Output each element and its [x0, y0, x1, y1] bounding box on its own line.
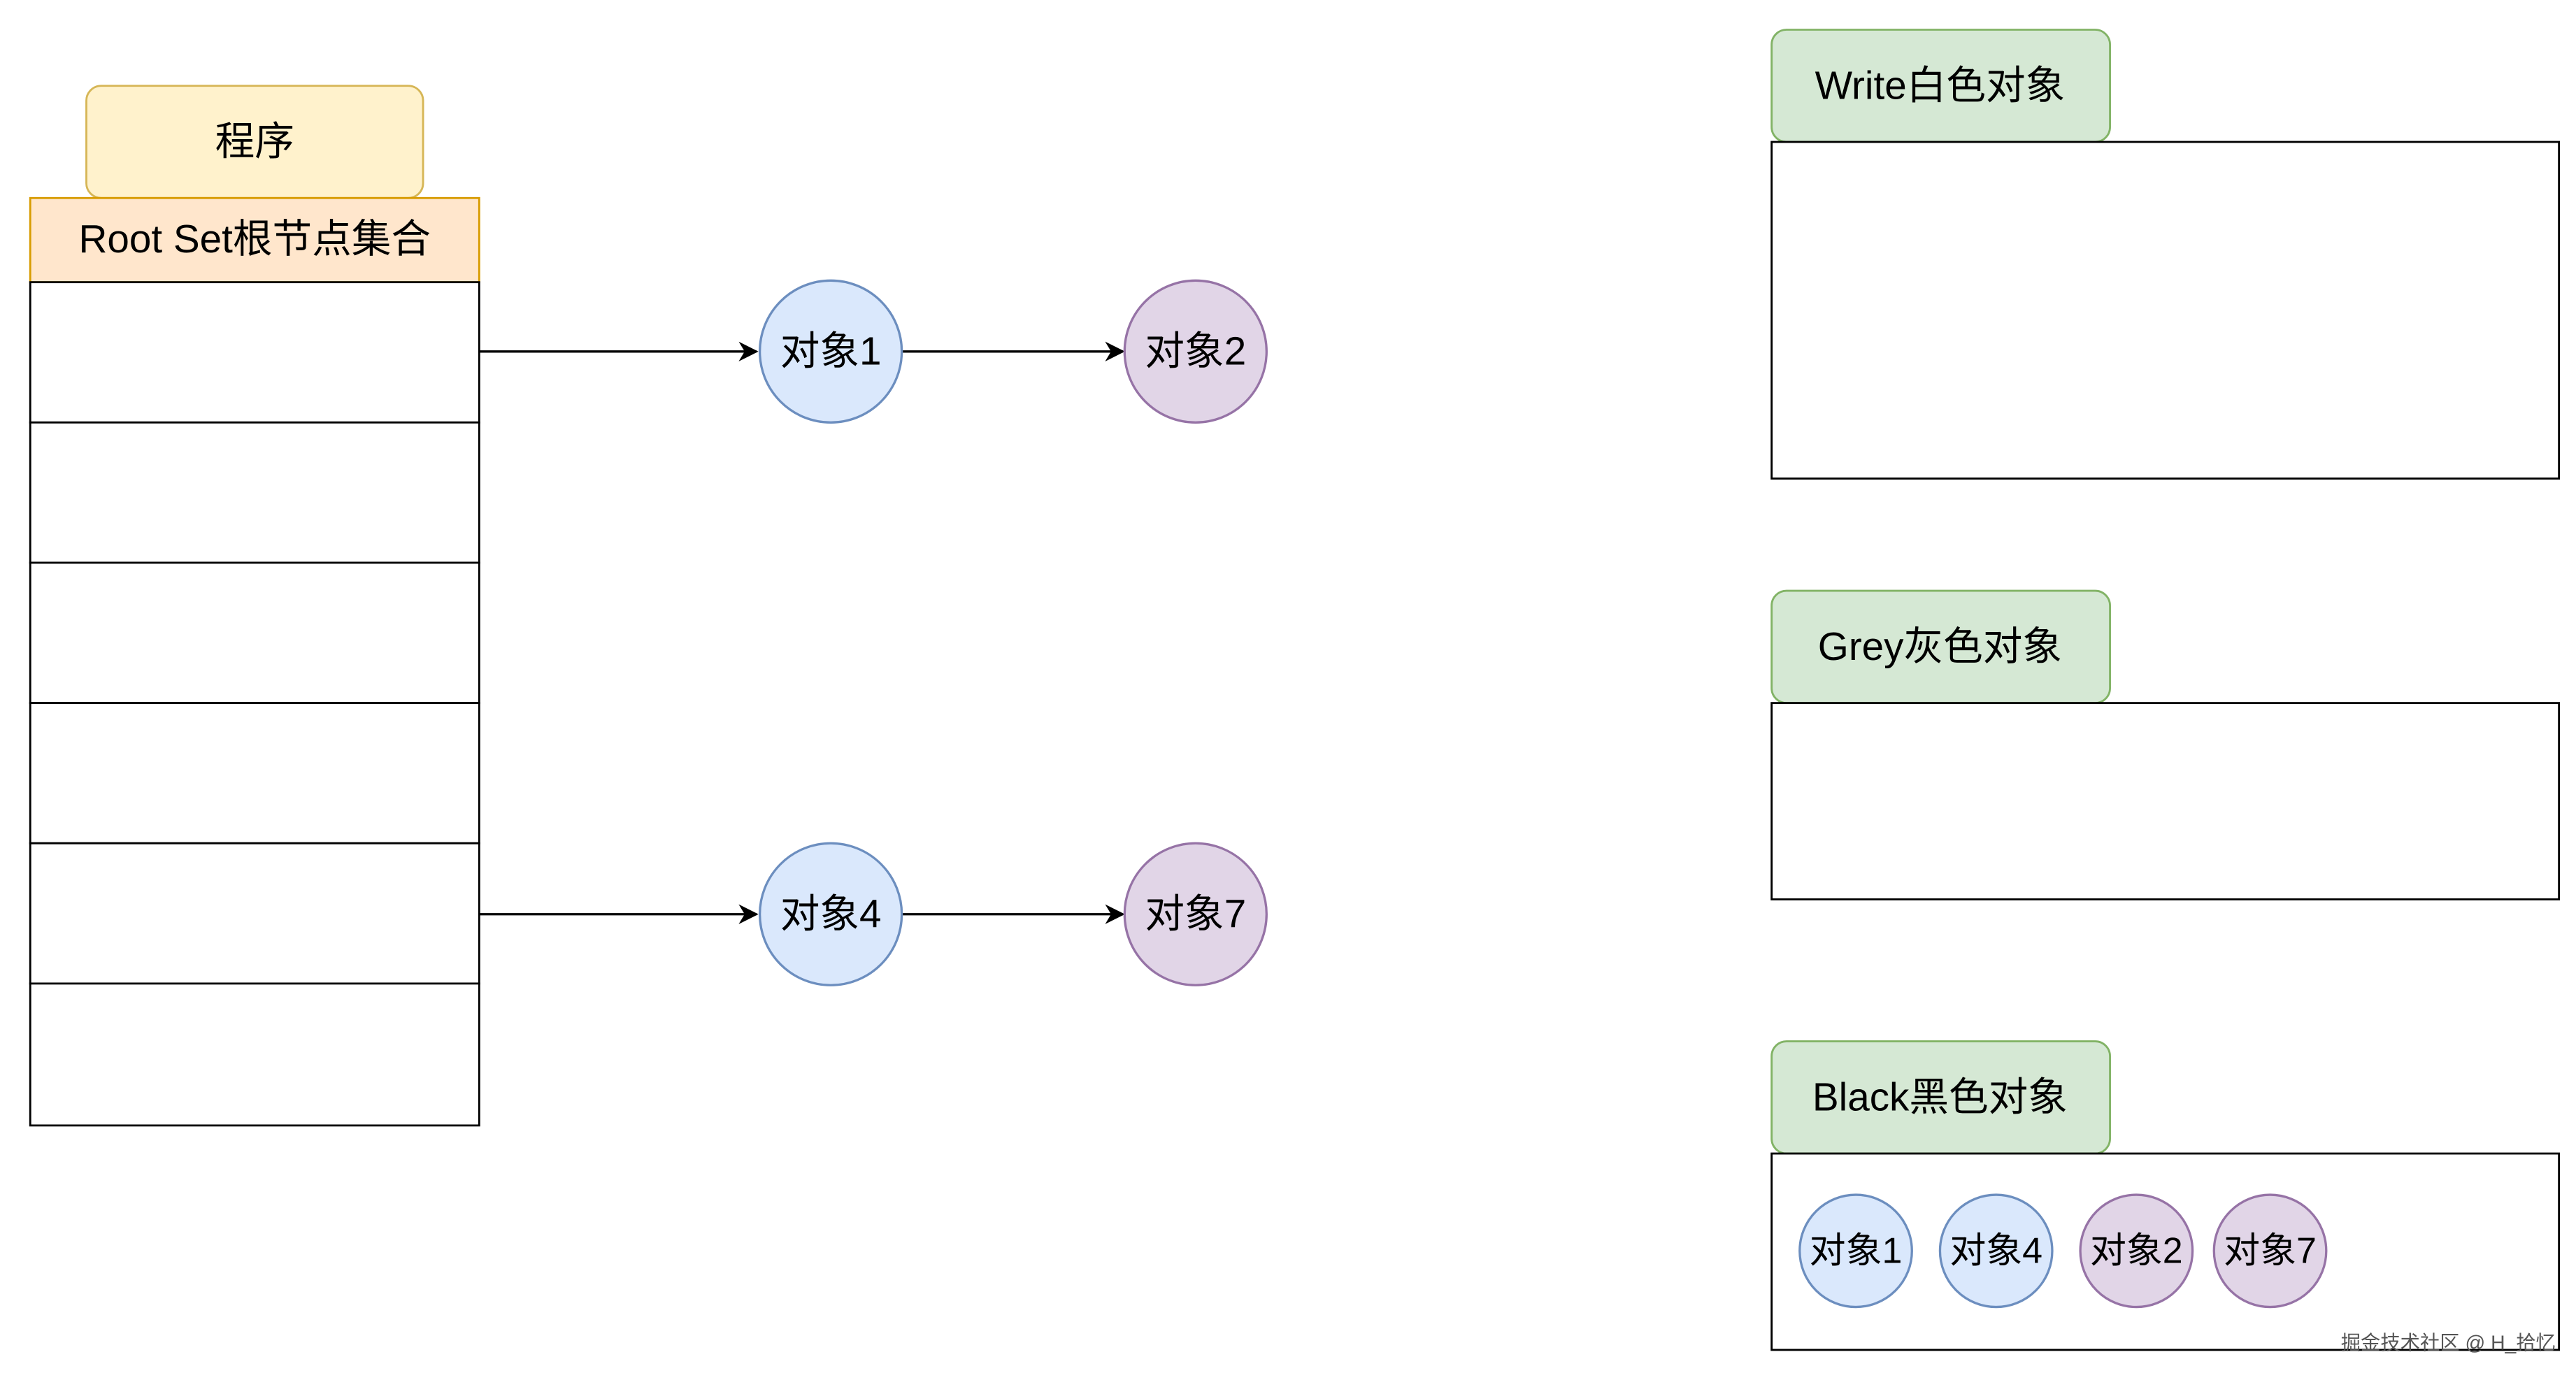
object-node-2: 对象2 — [1123, 279, 1268, 424]
object-node-4-label: 对象4 — [780, 892, 882, 936]
reference-edges — [479, 341, 1125, 924]
root-slot-2 — [29, 421, 480, 564]
root-slot-3 — [29, 561, 480, 705]
root-slot-6 — [29, 982, 480, 1127]
black-set-item-1: 对象1 — [1798, 1193, 1913, 1309]
program-label: 程序 — [215, 120, 294, 164]
root-slot-4 — [29, 702, 480, 844]
black-set-item-4: 对象7 — [2212, 1193, 2328, 1309]
root-set-header-label: Root Set根节点集合 — [78, 217, 431, 261]
black-set-item-4-label: 对象7 — [2224, 1230, 2317, 1271]
object-node-7: 对象7 — [1123, 842, 1268, 986]
black-set: Black黑色对象 对象1 对象4 对象2 对象7 — [1770, 1040, 2561, 1351]
grey-set-label: Grey灰色对象 — [1818, 625, 2062, 669]
grey-set: Grey灰色对象 — [1770, 589, 2561, 900]
black-set-item-3-label: 对象2 — [2090, 1230, 2183, 1271]
root-slot-5 — [29, 842, 480, 985]
program-box: 程序 — [85, 85, 424, 199]
object-node-2-label: 对象2 — [1145, 329, 1246, 373]
object-node-7-label: 对象7 — [1145, 892, 1246, 936]
root-slot-1 — [29, 281, 480, 424]
black-set-item-2: 对象4 — [1938, 1193, 2054, 1309]
black-set-item-3: 对象2 — [2079, 1193, 2194, 1309]
root-set-header — [29, 196, 480, 284]
grey-set-container — [1770, 702, 2561, 900]
object-node-1-label: 对象1 — [780, 329, 882, 373]
black-set-item-2-label: 对象4 — [1949, 1230, 2042, 1271]
white-set-label: Write白色对象 — [1815, 64, 2066, 108]
watermark: 掘金技术社区 @ H_拾忆 — [2341, 1332, 2556, 1355]
object-node-1: 对象1 — [758, 279, 903, 424]
white-set: Write白色对象 — [1770, 29, 2561, 480]
object-node-4: 对象4 — [758, 842, 903, 986]
white-set-container — [1770, 141, 2561, 480]
black-set-label: Black黑色对象 — [1812, 1075, 2068, 1119]
root-set: Root Set根节点集合 — [29, 196, 480, 1127]
black-set-item-1-label: 对象1 — [1810, 1230, 1903, 1271]
